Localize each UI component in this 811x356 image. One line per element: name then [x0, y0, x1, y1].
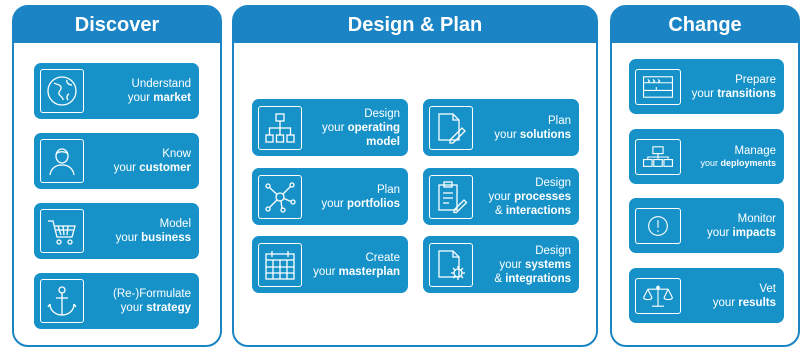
scales-icon	[635, 277, 681, 314]
card-pre: your	[113, 162, 140, 174]
card-line1: Prepare	[735, 73, 776, 86]
card-line1: Model	[159, 218, 191, 230]
card-know-customer[interactable]: Know your customer	[34, 133, 199, 189]
anchor-icon	[40, 279, 84, 323]
card-line1: Manage	[734, 144, 776, 157]
network-icon	[258, 174, 302, 219]
card-monitor-impacts[interactable]: Monitor your impacts	[629, 198, 784, 253]
card-pre: your	[494, 128, 520, 141]
card-bold: systems	[524, 258, 571, 271]
card-line1: Plan	[547, 114, 571, 127]
card-bold: masterplan	[338, 265, 400, 278]
transition-board-icon	[635, 68, 681, 105]
card-line1: Know	[162, 148, 191, 160]
card-create-masterplan[interactable]: Create your masterplan	[252, 236, 408, 293]
card-design-operating-model[interactable]: Design your operating model	[252, 99, 408, 156]
card-pre: your	[115, 232, 142, 244]
deployment-network-icon	[635, 138, 681, 175]
card-pre: your	[706, 226, 733, 239]
card-manage-deployments[interactable]: Manage your deployments	[629, 129, 784, 184]
clipboard-pen-icon	[429, 174, 473, 219]
card-bold: operating model	[347, 121, 400, 148]
card-bold: impacts	[732, 226, 776, 239]
card-post-bold: interactions	[505, 204, 571, 217]
card-bold: results	[738, 296, 776, 309]
card-pre: your	[321, 197, 347, 210]
card-pre: your	[700, 157, 721, 168]
card-plan-portfolios[interactable]: Plan your portfolios	[252, 168, 408, 225]
alert-icon	[635, 207, 681, 244]
card-plan-solutions[interactable]: Plan your solutions	[423, 99, 579, 156]
design-plan-title: Design & Plan	[234, 7, 596, 43]
card-line1: Design	[535, 176, 571, 189]
org-chart-icon	[258, 105, 302, 150]
card-pre: your	[127, 92, 154, 104]
card-bold: portfolios	[346, 197, 400, 210]
discover-title: Discover	[14, 7, 220, 43]
shopping-cart-icon	[40, 209, 84, 253]
card-prepare-transitions[interactable]: Prepare your transitions	[629, 59, 784, 114]
card-pre: your	[313, 265, 339, 278]
card-pre: your	[488, 190, 515, 203]
card-vet-results[interactable]: Vet your results	[629, 268, 784, 323]
card-pre: your	[120, 302, 147, 314]
card-line1: Understand	[131, 78, 191, 90]
globe-icon	[40, 69, 84, 113]
card-line1: Design	[364, 107, 400, 120]
card-post-bold: integrations	[505, 272, 571, 285]
document-gear-icon	[429, 242, 473, 287]
card-design-processes[interactable]: Design your processes& interactions	[423, 168, 579, 225]
card-design-systems[interactable]: Design your systems & integrations	[423, 236, 579, 293]
card-post-pre: &	[494, 272, 506, 285]
card-post-pre: &	[494, 204, 506, 217]
card-line1: Monitor	[737, 212, 776, 225]
calendar-icon	[258, 242, 302, 287]
card-bold: business	[141, 232, 191, 244]
card-bold: customer	[139, 162, 191, 174]
card-pre: your	[322, 121, 348, 134]
card-pre: your	[499, 258, 525, 271]
card-line1: Vet	[759, 282, 776, 295]
card-bold: deployments	[720, 157, 776, 168]
card-bold: strategy	[146, 302, 191, 314]
person-icon	[40, 139, 84, 183]
card-bold: processes	[514, 190, 571, 203]
card-line1: (Re-)Formulate	[113, 288, 191, 300]
card-bold: solutions	[519, 128, 571, 141]
card-understand-market[interactable]: Understand your market	[34, 63, 199, 119]
card-bold: transitions	[717, 87, 776, 100]
change-title: Change	[612, 7, 798, 43]
card-pre: your	[712, 296, 739, 309]
card-model-business[interactable]: Model your business	[34, 203, 199, 259]
card-pre: your	[691, 87, 718, 100]
card-line1: Create	[365, 251, 400, 264]
card-formulate-strategy[interactable]: (Re-)Formulate your strategy	[34, 273, 199, 329]
card-line1: Plan	[376, 183, 400, 196]
card-line1: Design	[535, 244, 571, 257]
card-bold: market	[153, 92, 191, 104]
document-pen-icon	[429, 105, 473, 150]
